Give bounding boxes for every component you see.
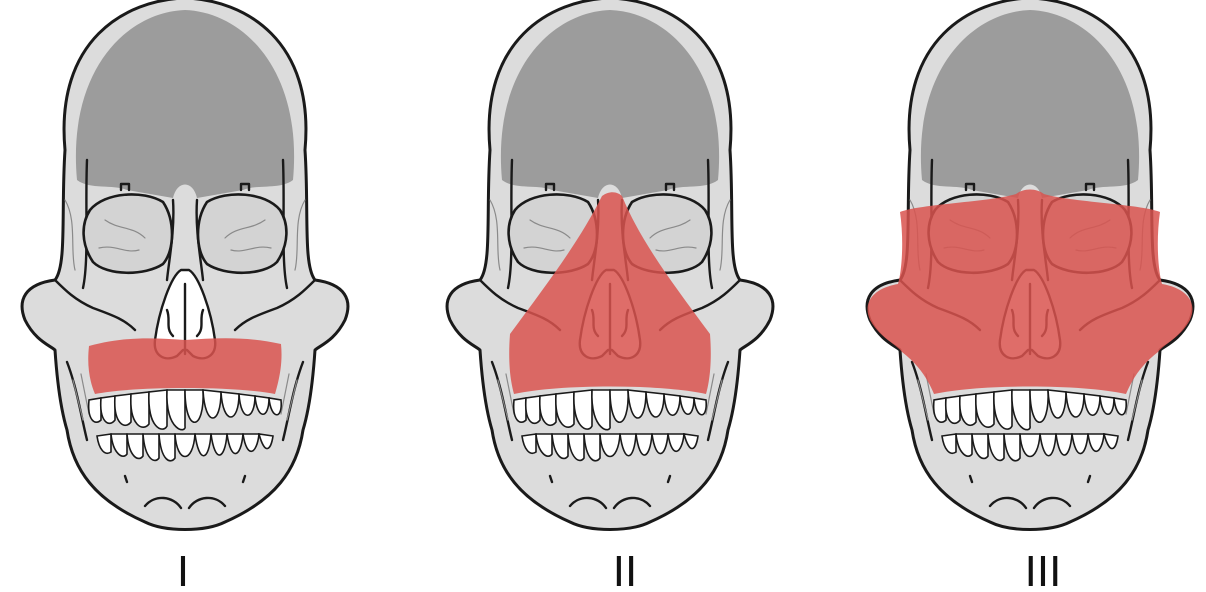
panel-label-2: II bbox=[613, 547, 637, 592]
panel-le-fort-1 bbox=[22, 0, 348, 530]
fracture-region-le-fort-1 bbox=[88, 338, 281, 394]
fracture-region-le-fort-3 bbox=[868, 190, 1193, 395]
skull-illustration bbox=[22, 0, 348, 530]
panel-label-3: III bbox=[1025, 547, 1062, 592]
panel-le-fort-2 bbox=[447, 0, 773, 530]
panel-le-fort-3 bbox=[867, 0, 1193, 530]
panel-label-1: I bbox=[177, 547, 189, 592]
